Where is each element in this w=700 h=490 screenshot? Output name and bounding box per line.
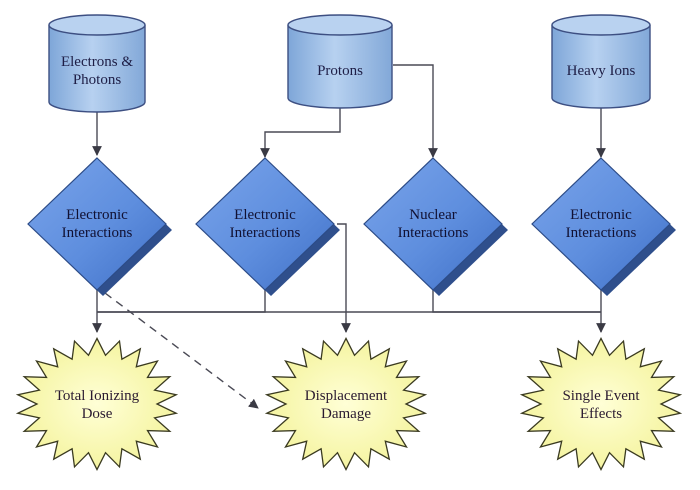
source-protons-label: Protons: [317, 63, 363, 79]
diamond-nuclear-interactions: Nuclear Interactions: [363, 157, 508, 296]
diamond-electronic-interactions-1: Electronic Interactions: [27, 157, 172, 296]
connector-electronic-2-down: [97, 290, 266, 313]
dashed-connector-to-displacement: [104, 292, 259, 409]
source-protons: Protons: [287, 14, 393, 109]
interactions: Electronic Interactions Electronic Inter…: [27, 157, 676, 296]
connector-to-displacement-damage: [337, 223, 351, 333]
sources: Electrons & Photons Protons Heavy Ions: [48, 14, 651, 113]
effect-displacement-damage: Displacement Damage: [264, 336, 428, 472]
effect-see-label-1: Single Event: [562, 388, 640, 404]
source-electrons-photons: Electrons & Photons: [48, 14, 146, 113]
source-heavy-ions: Heavy Ions: [551, 14, 651, 109]
interaction-2-label-1: Electronic: [234, 207, 296, 223]
effect-dd-label-1: Displacement: [305, 388, 388, 404]
interaction-1-label-1: Electronic: [66, 207, 128, 223]
starburst-icon: [519, 336, 683, 472]
starburst-icon: [15, 336, 179, 472]
source-electrons-label-2: Photons: [73, 72, 122, 88]
diamond-electronic-interactions-2: Electronic Interactions: [195, 157, 340, 296]
connector-protons-to-electronic-2: [260, 108, 341, 158]
effect-single-event-effects: Single Event Effects: [519, 336, 683, 472]
source-electrons-label-1: Electrons &: [61, 54, 133, 70]
interaction-4-label-2: Interactions: [566, 225, 637, 241]
interaction-2-label-2: Interactions: [230, 225, 301, 241]
effect-tid-label-2: Dose: [82, 406, 113, 422]
connector-nuclear-down: [432, 290, 601, 313]
connectors: [92, 64, 606, 409]
interaction-1-label-2: Interactions: [62, 225, 133, 241]
starburst-icon: [264, 336, 428, 472]
interaction-3-label-2: Interactions: [398, 225, 469, 241]
interaction-3-label-1: Nuclear: [409, 207, 456, 223]
diamond-electronic-interactions-3: Electronic Interactions: [531, 157, 676, 296]
effect-dd-label-2: Damage: [321, 406, 371, 422]
connector-protons-to-nuclear: [393, 64, 438, 158]
effect-see-label-2: Effects: [580, 406, 622, 422]
interaction-4-label-1: Electronic: [570, 207, 632, 223]
effects: Total Ionizing Dose Displacement Damage …: [15, 336, 683, 472]
effect-tid-label-1: Total Ionizing: [55, 388, 140, 404]
effect-total-ionizing-dose: Total Ionizing Dose: [15, 336, 179, 472]
source-heavy-ions-label: Heavy Ions: [567, 63, 636, 79]
